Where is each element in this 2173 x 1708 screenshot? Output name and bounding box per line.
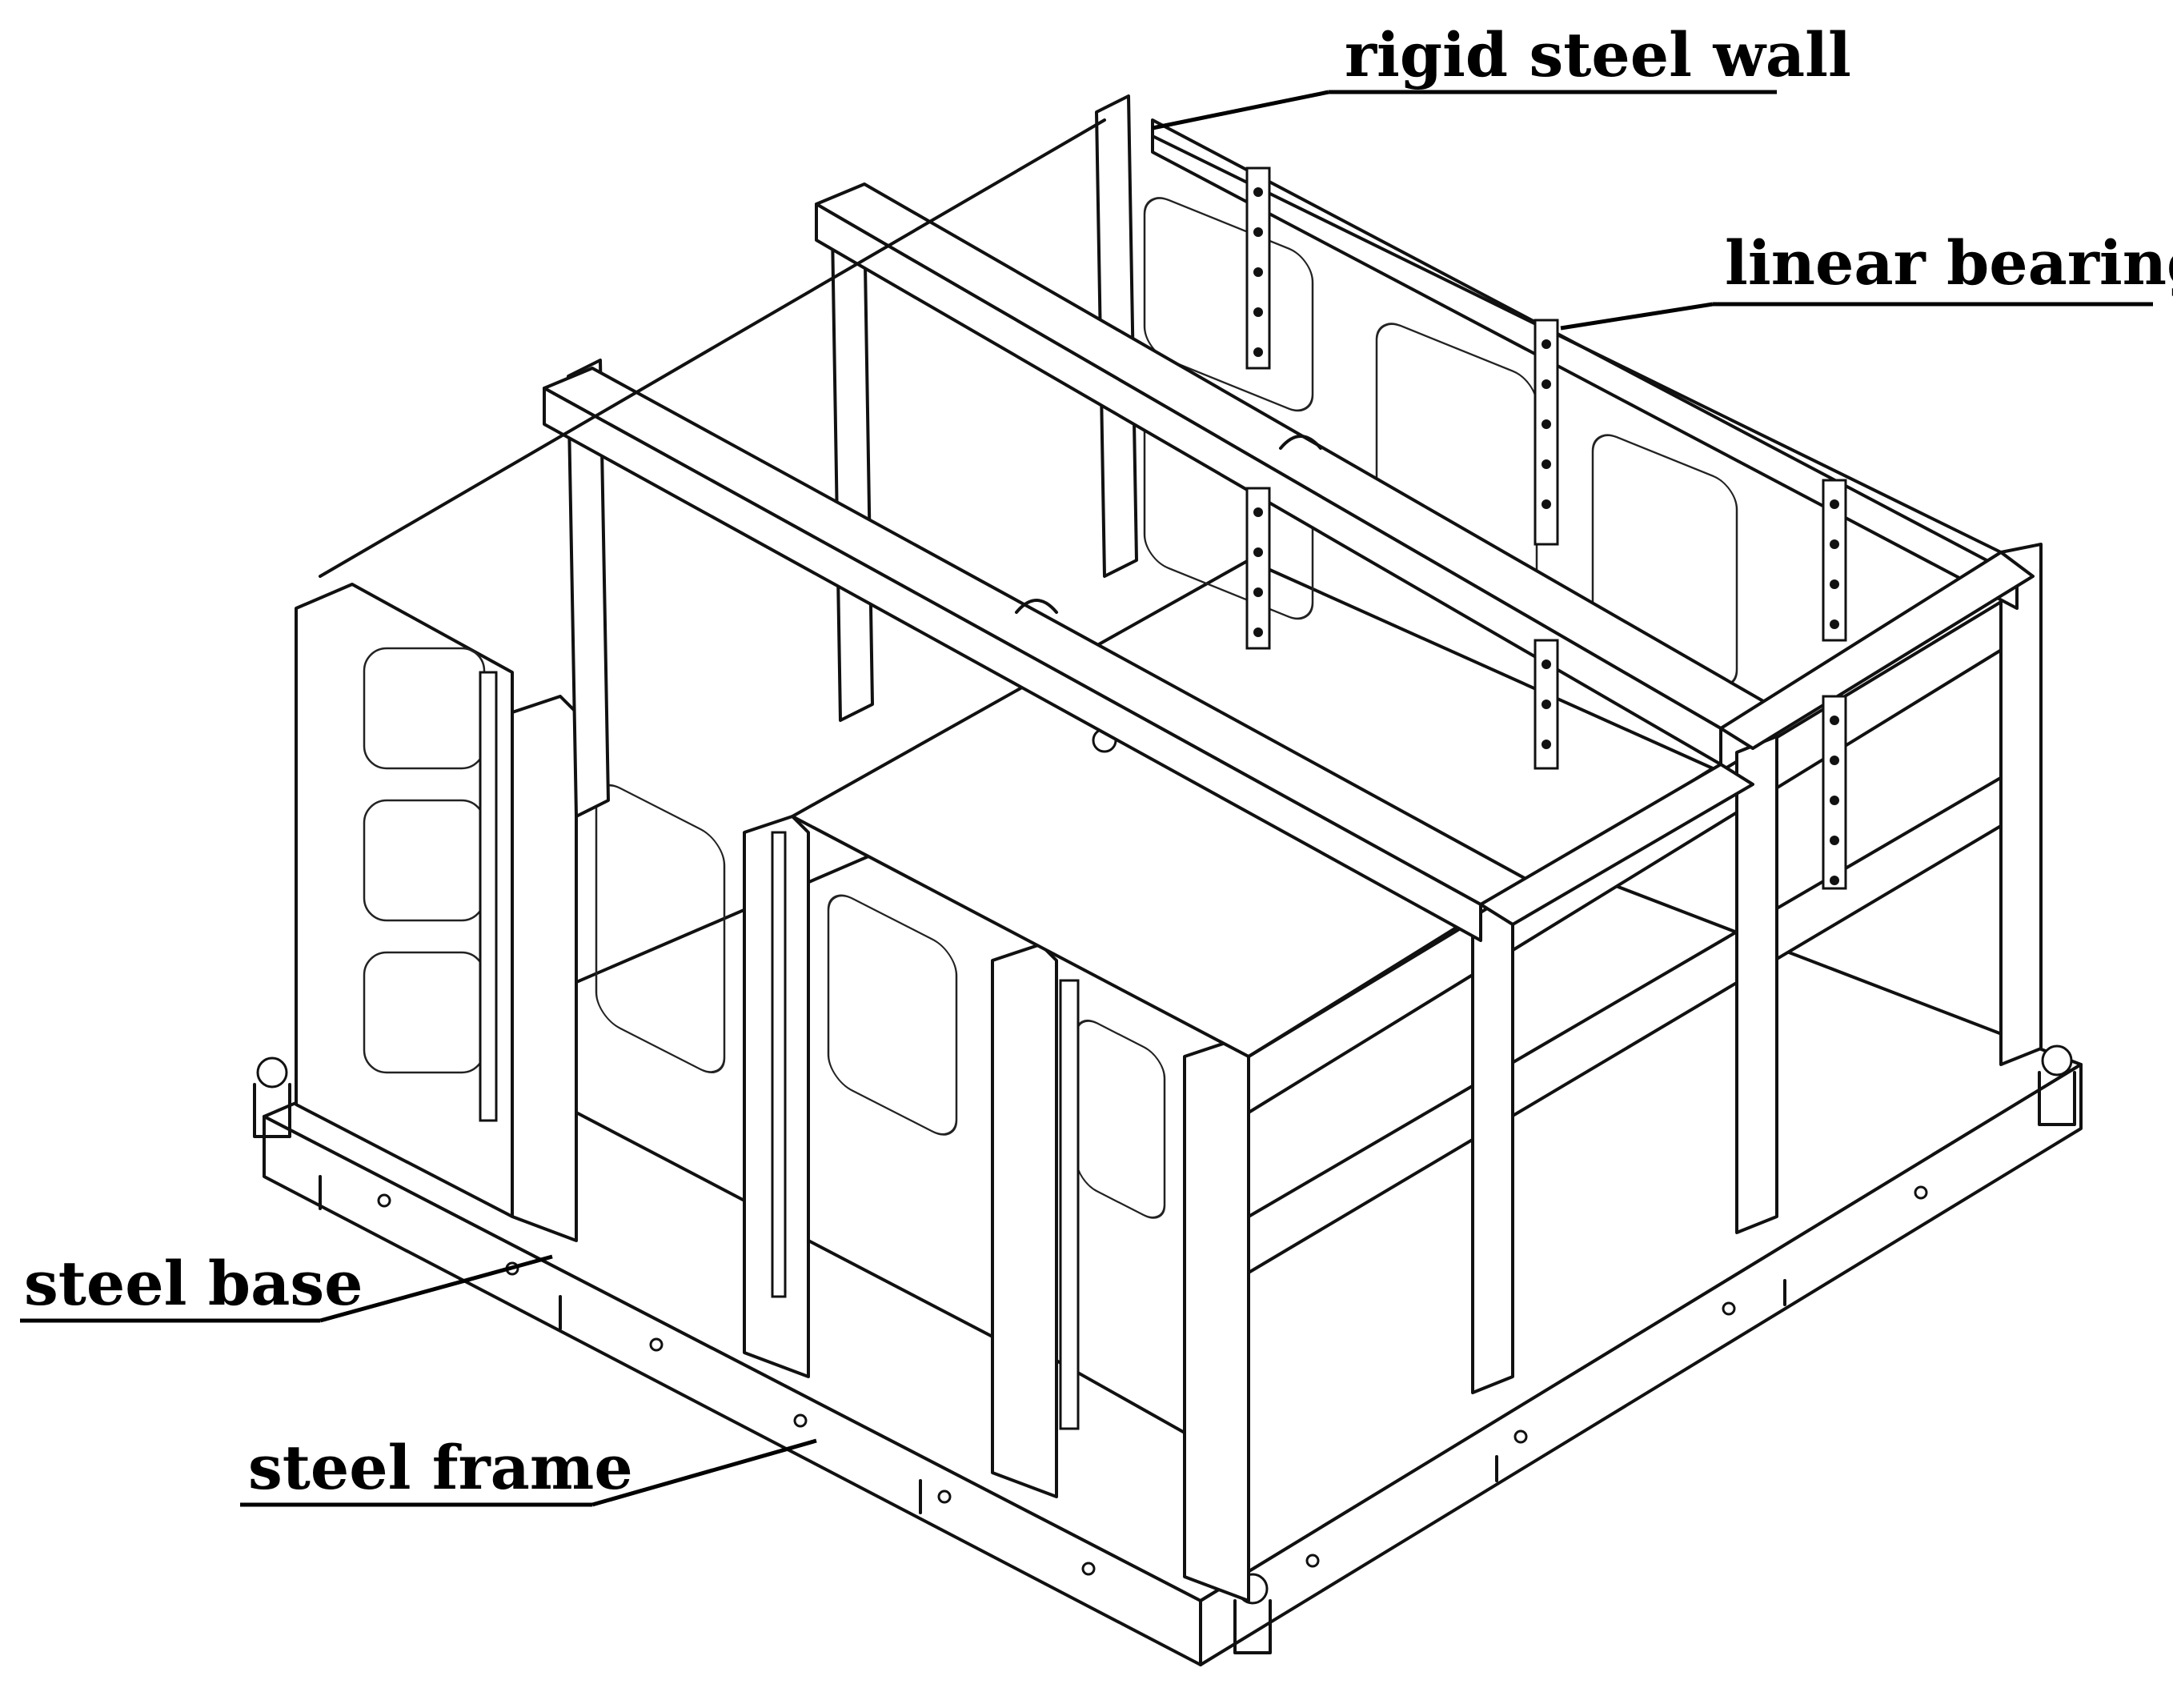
label-linear-bearing: linear bearing xyxy=(1560,227,2173,331)
label-steel-base-text: steel base xyxy=(24,1248,363,1319)
label-steel-frame: steel frame xyxy=(240,1432,817,1507)
label-steel-base: steel base xyxy=(20,1248,553,1323)
bearing-strip-front-2 xyxy=(771,831,787,1298)
top-beams xyxy=(319,118,2035,942)
bearing-strip-2 xyxy=(1534,319,1559,770)
bearing-strip-front-1 xyxy=(479,671,498,1122)
base-bolt-holes xyxy=(377,1185,1928,1576)
bearing-strip-3 xyxy=(1822,479,1847,890)
label-steel-frame-text: steel frame xyxy=(248,1432,633,1503)
bearing-strip-1 xyxy=(1245,166,1271,650)
steel-base-platform xyxy=(253,719,2083,1666)
linear-bearing-strips xyxy=(479,166,1847,1430)
bearing-strip-front-3 xyxy=(1059,979,1080,1430)
label-rigid-steel-wall-text: rigid steel wall xyxy=(1345,19,1851,90)
label-linear-bearing-text: linear bearing xyxy=(1725,227,2173,299)
label-rigid-steel-wall: rigid steel wall xyxy=(1152,19,1851,130)
